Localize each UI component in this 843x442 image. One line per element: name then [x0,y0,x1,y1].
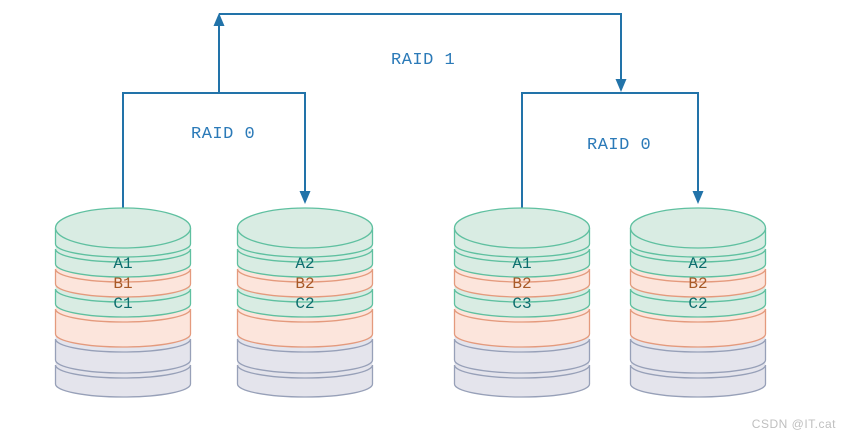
disk-band [453,288,591,318]
disk-band-lens [55,244,191,262]
disk-band [236,338,374,374]
disk-band-lens [237,264,373,282]
disk-band-lens [630,284,766,302]
disk-2: C2 B2 A2 [236,207,374,398]
disk-band-lens [237,244,373,262]
arrow-up-raid1-icon [213,13,225,26]
disk-band [629,338,767,374]
disk-band [629,308,767,348]
arrow-down-disk2-icon [299,191,311,204]
disk-top-ellipse [54,207,192,249]
disk-block-label: C2 [295,295,314,313]
raid1-label: RAID 1 [391,51,456,70]
raid0-right-label: RAID 0 [587,136,652,155]
disk-block-label: A1 [512,255,531,273]
disk-band-lens [55,284,191,302]
disk-band-lens [454,334,590,352]
disk-3: C3 B2 A1 [453,207,591,398]
disk-band [54,288,192,318]
disk-band [236,288,374,318]
disk-band [236,308,374,348]
disk-block-label: A2 [295,255,314,273]
watermark: CSDN @IT.cat [751,417,836,431]
disk-4: C2 B2 A2 [629,207,767,398]
disk-band-lens [454,244,590,262]
disk-band [54,268,192,298]
disk-band-lens [55,304,191,322]
disk-band [236,268,374,298]
disk-band-lens [630,334,766,352]
disk-band-lens [55,334,191,352]
disk-band [236,248,374,278]
disk-band [453,268,591,298]
disk-band-lens [237,284,373,302]
arrow-down-raid0-right-icon [615,79,627,92]
disk-top-ellipse [629,207,767,249]
disk-block-label: B2 [512,275,531,293]
disk-block-label: C3 [512,295,531,313]
disk-block-label: B2 [688,275,707,293]
disk-band [453,248,591,278]
disk-top-ellipse [236,207,374,249]
disk-band-lens [454,304,590,322]
disk-band [236,364,374,398]
disk-band-lens [630,244,766,262]
disk-band [54,364,192,398]
disk-band-lens [454,360,590,378]
disk-band-lens [454,264,590,282]
disk-band [453,364,591,398]
disk-band [629,268,767,298]
raid1-top-line [219,13,622,79]
disk-band [629,288,767,318]
disk-block-label: B2 [295,275,314,293]
disk-band-lens [454,284,590,302]
disk-band [54,248,192,278]
disk-band [629,364,767,398]
disk-band-lens [630,264,766,282]
disk-block-label: C2 [688,295,707,313]
disk-band-lens [237,360,373,378]
raid0-right-bracket-line [521,92,699,209]
disk-1: C1 B1 A1 [54,207,192,398]
disk-band-lens [55,264,191,282]
disk-top-ellipse [453,207,591,249]
raid0-left-bracket-line [122,92,306,209]
disk-band-lens [630,360,766,378]
disk-block-label: C1 [113,295,132,313]
disk-block-label: A1 [113,255,132,273]
disk-block-label: A2 [688,255,707,273]
disk-band [453,308,591,348]
disk-band [453,338,591,374]
disk-band-lens [630,304,766,322]
disk-band-lens [237,334,373,352]
disk-band-lens [55,360,191,378]
arrow-down-disk4-icon [692,191,704,204]
disk-block-label: B1 [113,275,132,293]
disk-band [629,248,767,278]
raid0-left-label: RAID 0 [191,125,256,144]
disk-band [54,308,192,348]
disk-band [54,338,192,374]
disk-band-lens [237,304,373,322]
